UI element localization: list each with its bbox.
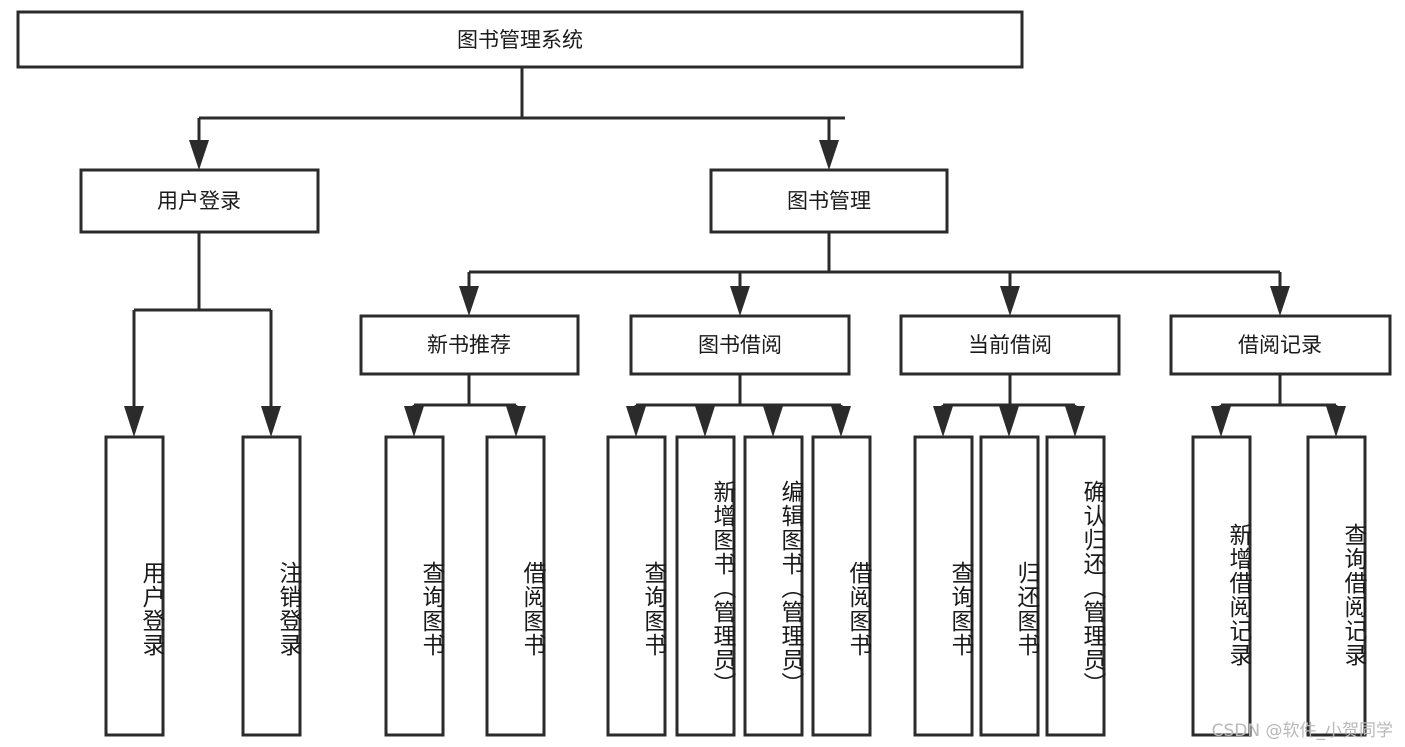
leaf-box-query-borrow-record[interactable] [1306, 435, 1367, 737]
node-book-borrow-label: 图书借阅 [698, 333, 782, 357]
arrow-borrow-leaf-1 [626, 406, 646, 437]
leaf-box-borrow-book-newbook[interactable] [485, 435, 546, 737]
arrow-current-leaf-1 [933, 406, 953, 437]
arrow-record-leaf-1 [1211, 406, 1231, 437]
arrow-root-to-login [189, 140, 209, 170]
leaf-box-confirm-return-admin[interactable] [1045, 435, 1106, 737]
leaf-box-query-book-borrow[interactable] [606, 435, 667, 737]
node-user-login-label: 用户登录 [157, 189, 241, 213]
leaf-box-return-book[interactable] [979, 435, 1040, 737]
leaf-box-add-borrow-record[interactable] [1191, 435, 1252, 737]
arrow-current-leaf-3 [1065, 406, 1085, 437]
leaf-box-edit-book-admin[interactable] [743, 435, 804, 737]
arrow-to-newbook [459, 286, 479, 316]
leaf-box-logout[interactable] [241, 435, 302, 737]
arrow-login-leaf-1 [124, 406, 144, 437]
connector-layer [124, 67, 1346, 437]
node-borrow-record-label: 借阅记录 [1238, 333, 1322, 357]
node-user-login-box[interactable] [79, 168, 320, 234]
arrow-to-borrow [730, 286, 750, 316]
arrow-borrow-leaf-4 [831, 406, 851, 437]
leaf-box-add-book-admin[interactable] [675, 435, 736, 737]
arrow-login-leaf-2 [261, 406, 281, 437]
watermark-text: CSDN @软件_小贺同学 [1211, 721, 1393, 741]
arrow-to-current [1000, 286, 1020, 316]
node-new-book-recommend-box[interactable] [359, 314, 580, 376]
node-book-management-box[interactable] [709, 168, 949, 234]
node-new-book-recommend-label: 新书推荐 [427, 333, 511, 357]
arrow-record-leaf-2 [1326, 406, 1346, 437]
arrow-to-record [1270, 286, 1290, 316]
node-current-borrow-label: 当前借阅 [968, 333, 1052, 357]
node-layer: 图书管理系统 用户登录 图书管理 新书推荐 图书借阅 当前借阅 借阅记录 [16, 10, 1392, 737]
node-book-borrow-box[interactable] [629, 314, 851, 376]
arrow-current-leaf-2 [999, 406, 1019, 437]
arrow-root-to-bookmgmt [819, 140, 839, 170]
node-book-management-label: 图书管理 [787, 189, 871, 213]
leaf-box-query-book-current[interactable] [913, 435, 974, 737]
leaf-box-query-book-newbook[interactable] [384, 435, 445, 737]
leaf-box-borrow-book[interactable] [811, 435, 872, 737]
node-current-borrow-box[interactable] [899, 314, 1121, 376]
leaf-box-user-login[interactable] [104, 435, 165, 737]
arrow-newbook-leaf-1 [404, 406, 424, 437]
arrow-borrow-leaf-2 [695, 406, 715, 437]
node-borrow-record-box[interactable] [1169, 314, 1392, 376]
arrow-borrow-leaf-3 [763, 406, 783, 437]
node-root-label: 图书管理系统 [457, 28, 583, 52]
arrow-newbook-leaf-2 [506, 406, 526, 437]
node-root-box[interactable] [16, 10, 1024, 69]
